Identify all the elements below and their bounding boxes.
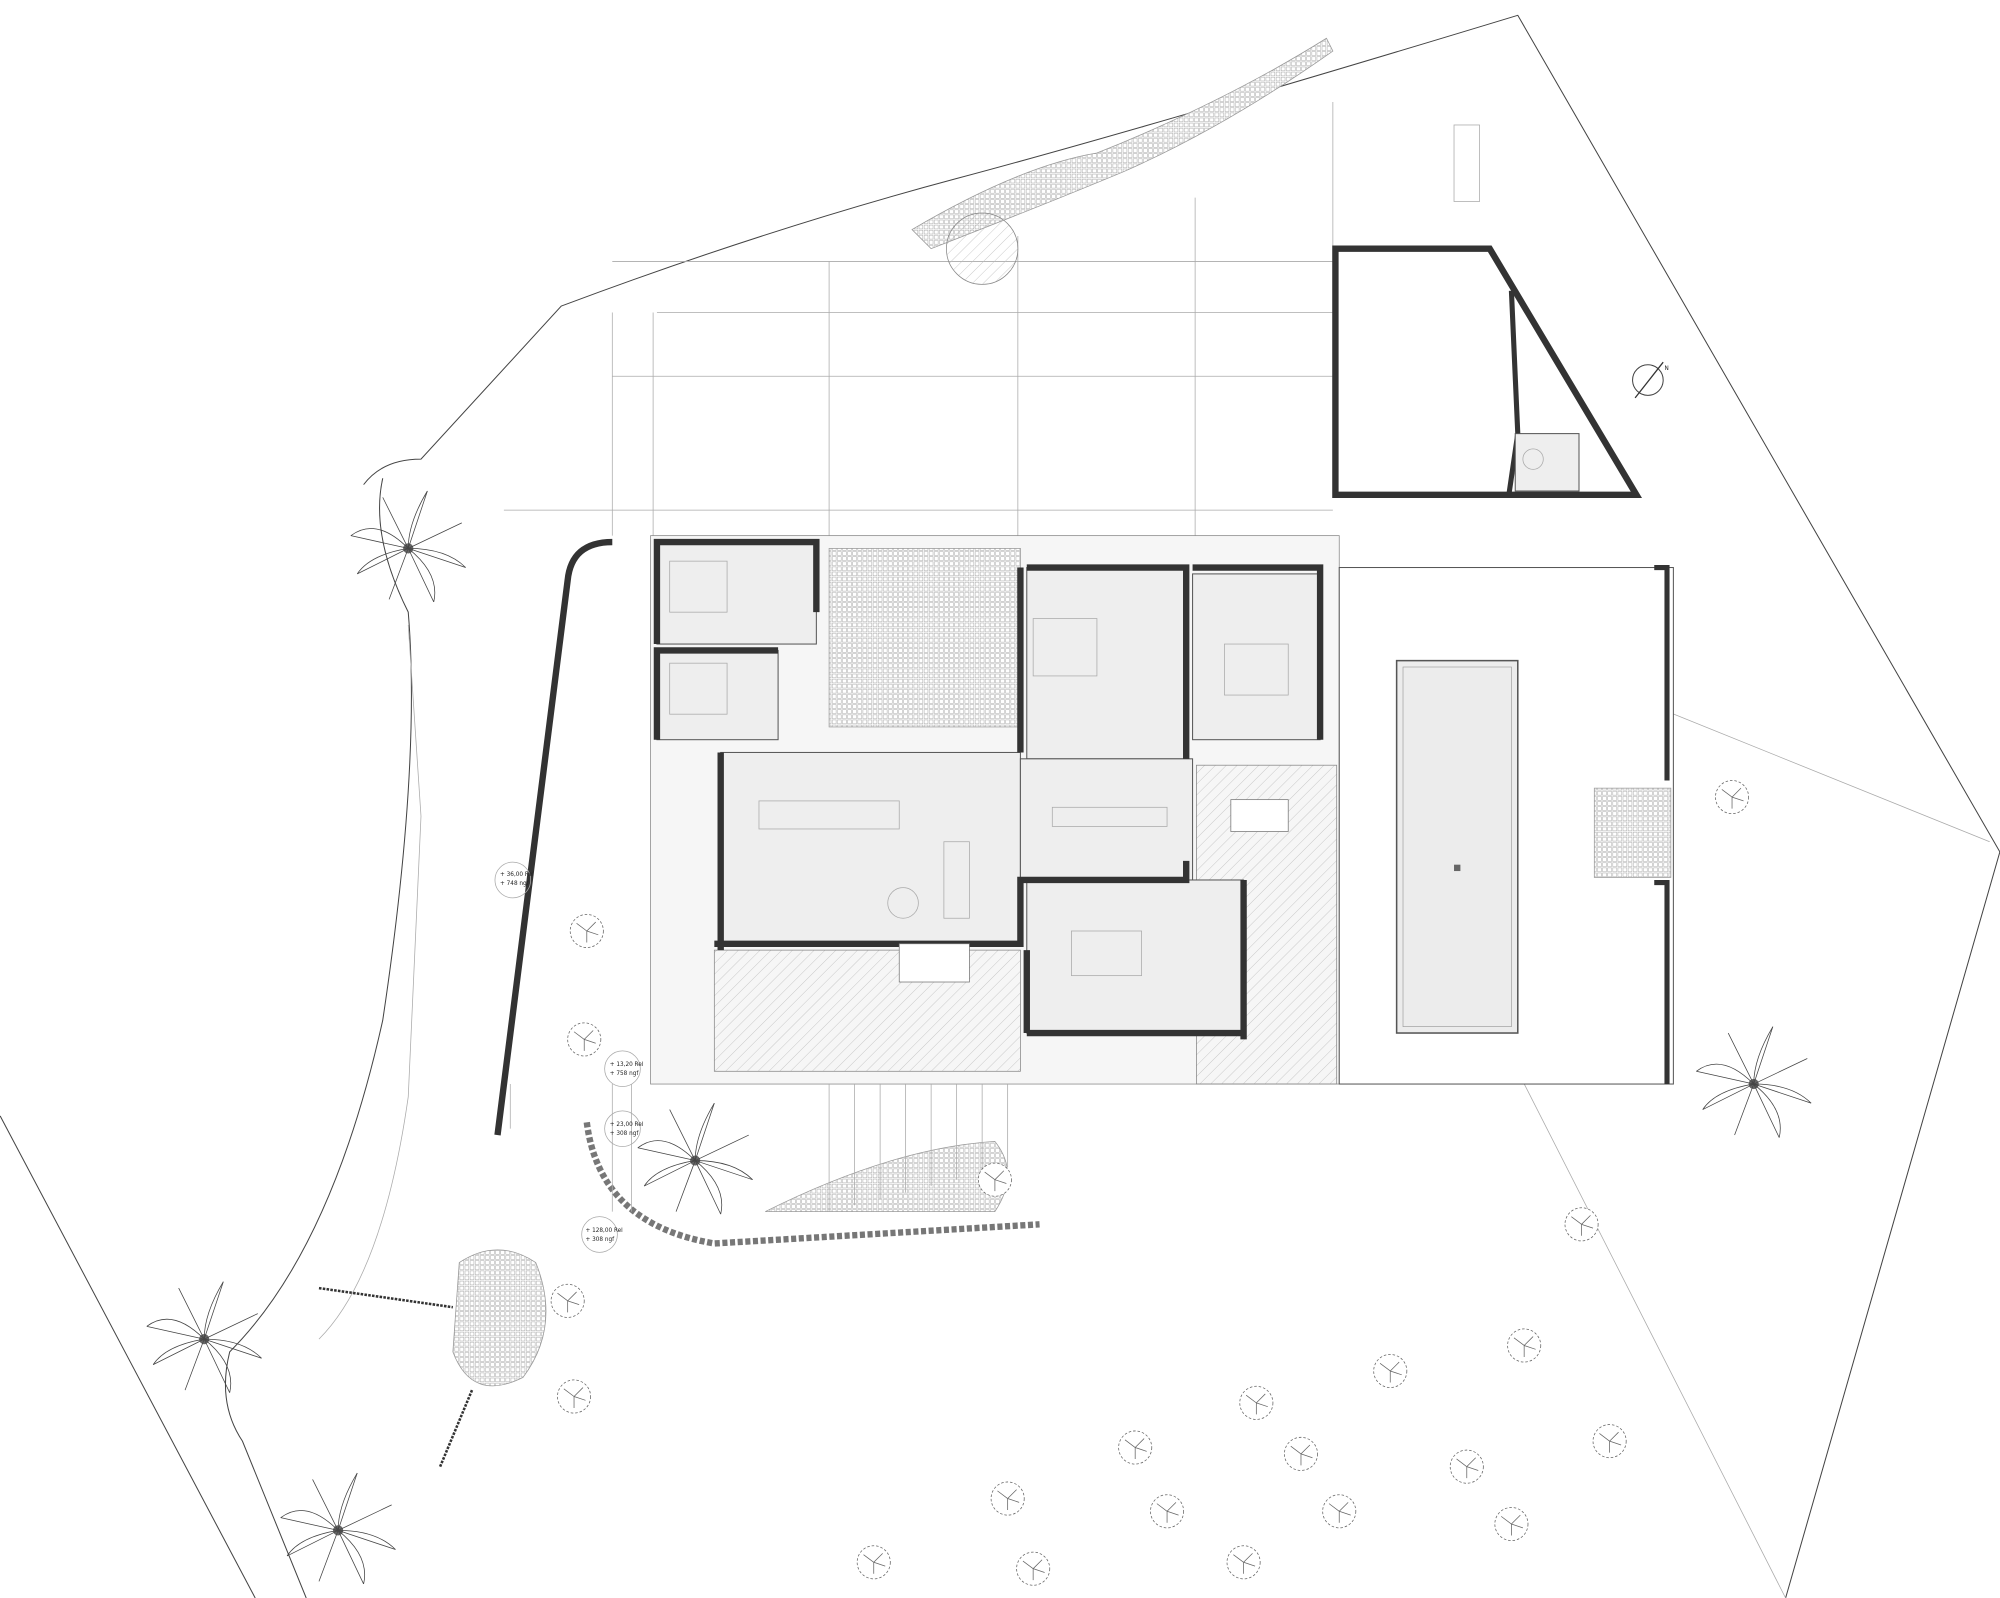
shrub: [557, 1379, 591, 1414]
bedroom-2: [656, 649, 779, 741]
garden-bed: [1453, 124, 1480, 202]
terrace-table: [1230, 799, 1289, 832]
shrub: [977, 1162, 1012, 1197]
palm-tree: [350, 490, 467, 603]
shrub: [990, 1481, 1025, 1516]
site-boundary: [0, 14, 2000, 1598]
bed: [1071, 930, 1142, 977]
shrub: [569, 914, 604, 948]
shrub: [1715, 780, 1750, 815]
level-label: + 128,00 Rel + 308 ngf: [581, 1216, 624, 1253]
entrance-pergola: [828, 548, 1021, 728]
north-arrow: N: [1632, 361, 1669, 399]
shrub: [1016, 1551, 1051, 1586]
stone-path: [583, 1121, 1040, 1247]
gravel-bed: [765, 1141, 1009, 1212]
house: [653, 538, 1324, 1040]
kitchen-island: [1051, 806, 1168, 827]
level-label: + 23,00 Rel + 308 ngf: [604, 1110, 644, 1147]
shrub: [1284, 1436, 1318, 1471]
level-rel: + 13,20 Rel: [610, 1062, 644, 1068]
shrub: [1494, 1507, 1529, 1541]
covered-terrace: [713, 949, 1021, 1072]
level-ngf: + 758 ngf: [610, 1071, 640, 1077]
north-label: N: [1664, 366, 1668, 372]
shrub: [1592, 1424, 1627, 1459]
annex-building: [1332, 245, 1643, 499]
bedroom-4: [1192, 573, 1321, 741]
bedroom-5: [1026, 879, 1245, 1034]
bed: [1224, 643, 1289, 696]
level-rel: + 128,00 Rel: [586, 1228, 624, 1234]
level-ngf: + 748 ngf: [500, 881, 530, 887]
palm-tree: [637, 1102, 753, 1215]
retaining-wall: [494, 538, 613, 1136]
tree-hatched: [946, 212, 1019, 285]
pool: [1395, 564, 1670, 1085]
gravel-bed: [452, 1249, 547, 1387]
level-label: + 13,20 Rel + 758 ngf: [604, 1050, 644, 1087]
bed: [669, 662, 728, 715]
shrub: [1564, 1207, 1599, 1242]
dining-table: [943, 841, 970, 919]
palm-tree: [1695, 1026, 1812, 1138]
garden-grid: [503, 102, 1480, 536]
shrub: [1226, 1545, 1261, 1580]
level-rel: + 23,00 Rel: [610, 1122, 644, 1128]
bedroom-3: [1026, 567, 1187, 760]
shrub: [1373, 1354, 1408, 1388]
shrub: [856, 1545, 891, 1580]
bed: [669, 560, 728, 613]
sofa: [758, 800, 900, 830]
palm-tree: [146, 1281, 262, 1394]
shrub: [1507, 1328, 1542, 1363]
gate: [318, 1286, 474, 1468]
shrub: [1322, 1494, 1357, 1529]
palm-tree: [280, 1472, 396, 1585]
shrub: [1449, 1449, 1484, 1484]
bed: [1032, 618, 1098, 677]
pool-steps: [1593, 787, 1672, 878]
level-ngf: + 308 ngf: [586, 1237, 616, 1243]
level-label: + 36,00 Rel + 748 ngf: [494, 861, 534, 899]
shrub: [1239, 1385, 1274, 1420]
level-rel: + 36,00 Rel: [500, 872, 534, 878]
shrub: [1118, 1430, 1153, 1465]
fireplace: [887, 887, 919, 919]
shrub: [1150, 1494, 1185, 1529]
decking-slats: [509, 1084, 1009, 1212]
level-ngf: + 308 ngf: [610, 1131, 640, 1137]
kitchen: [1019, 758, 1194, 881]
shrub: [550, 1283, 585, 1318]
bedroom-1: [656, 541, 817, 645]
shrub: [567, 1022, 602, 1057]
living-room: [720, 751, 1021, 945]
outdoor-table: [898, 943, 970, 983]
